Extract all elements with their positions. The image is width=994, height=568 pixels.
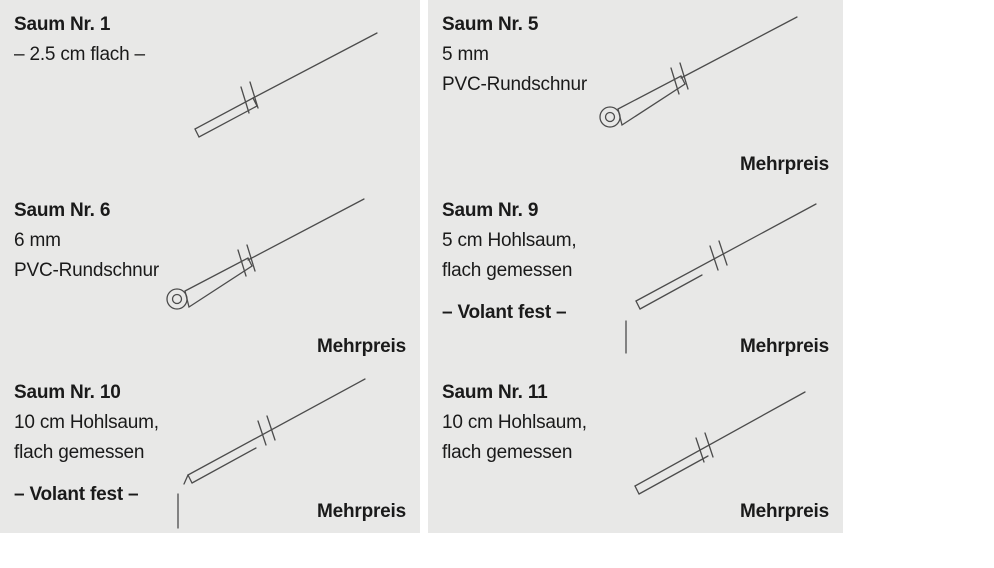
mehrpreis-label: Mehrpreis [739,501,829,522]
saum-desc-line: 10 cm Hohlsaum, [14,412,159,433]
round-cord-hem-drawing-icon [599,16,798,128]
volant-fest-label: – Volant fest – [14,484,139,505]
saum-cell-6: Saum Nr. 6 6 mm PVC-Rundschnur Mehrpreis [0,186,420,368]
saum-cell-10: Saum Nr. 10 10 cm Hohlsaum, flach gemess… [0,368,420,533]
mehrpreis-label: Mehrpreis [316,336,406,357]
saum-desc-line: 5 cm Hohlsaum, [442,230,577,251]
saum-desc-line: 6 mm [14,230,61,251]
saum-title: Saum Nr. 1 [14,14,111,35]
saum-desc-line: 10 cm Hohlsaum, [442,412,587,433]
saum-title: Saum Nr. 10 [14,382,121,403]
saum-title: Saum Nr. 11 [442,382,548,403]
hollow-hem-valance-drawing-icon [625,203,817,354]
mehrpreis-label: Mehrpreis [739,154,829,175]
saum-desc-line: flach gemessen [442,260,573,281]
saum-title: Saum Nr. 6 [14,200,111,221]
hollow-hem-valance-drawing-icon [177,378,366,529]
saum-desc-line: flach gemessen [442,442,573,463]
volant-fest-label: – Volant fest – [442,302,567,323]
saum-cell-11: Saum Nr. 11 10 cm Hohlsaum, flach gemess… [428,368,843,533]
saum-cell-1: Saum Nr. 1 – 2.5 cm flach – [0,0,420,186]
mehrpreis-label: Mehrpreis [316,501,406,522]
saum-desc-line: – 2.5 cm flach – [14,44,145,65]
saum-desc-line: PVC-Rundschnur [14,260,160,281]
saum-cell-5: Saum Nr. 5 5 mm PVC-Rundschnur Mehrpreis [428,0,843,186]
saum-cell-9: Saum Nr. 9 5 cm Hohlsaum, flach gemessen… [428,186,843,368]
flat-hem-drawing-icon [194,32,378,138]
saum-desc-line: flach gemessen [14,442,145,463]
hollow-hem-drawing-icon [634,391,806,495]
round-cord-hem-drawing-icon [166,198,365,310]
mehrpreis-label: Mehrpreis [739,336,829,357]
saum-desc-line: 5 mm [442,44,489,65]
saum-title: Saum Nr. 9 [442,200,539,221]
saum-desc-line: PVC-Rundschnur [442,74,588,95]
saum-title: Saum Nr. 5 [442,14,539,35]
